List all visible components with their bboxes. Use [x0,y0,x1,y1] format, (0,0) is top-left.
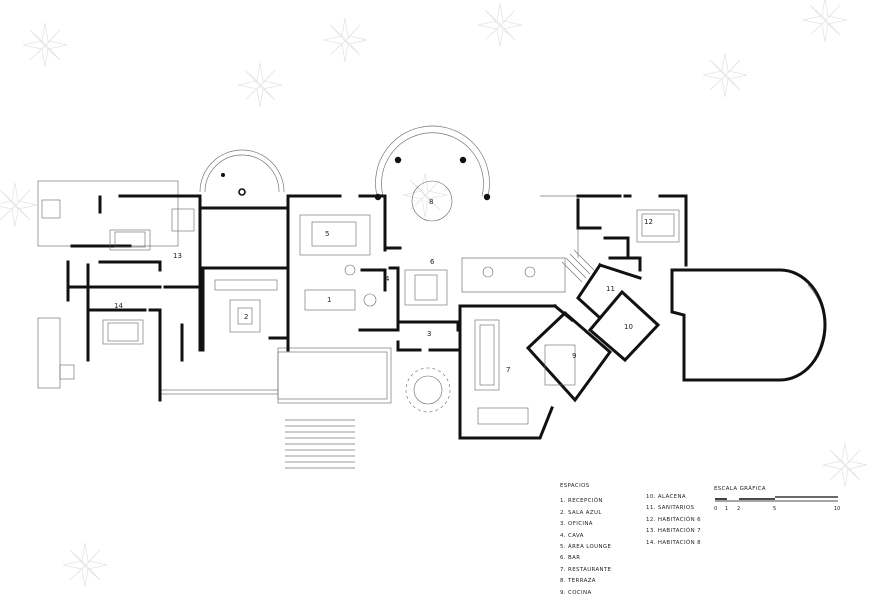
legend-item: 7. RESTAURANTE [560,566,612,573]
walls [66,194,827,440]
room-number: 2 [244,313,248,321]
room-number: 10 [624,323,633,331]
legend-item: 13. HABITACIÓN 7 [646,528,701,535]
round-table [405,367,451,413]
legend-column-2: 10. ALACENA 11. SANITARIOS 12. HABITACIÓ… [646,492,701,549]
scale-tick: 10 [834,506,841,512]
legend-title: ESPACIOS [560,483,590,489]
room-number: 11 [606,285,615,293]
scale-tick: 2 [737,506,741,512]
legend-item: 11. SANITARIOS [646,505,695,512]
room-number: 13 [173,252,182,260]
legend-column-1: ESPACIOS 1. RECEPCIÓN 2. SALA AZUL 3. OF… [560,481,611,599]
legend-item: 14. HABITACIÓN 8 [646,539,701,546]
scale-title: ESCALA GRÁFICA [714,486,766,492]
legend-item: 3. OFICINA [560,521,593,528]
legend-item: 12. HABITACIÓN 6 [646,516,701,523]
legend-item: 9. COCINA [560,589,592,596]
site-outlines [37,180,825,469]
legend-item: 2. SALA AZUL [560,509,602,516]
legend-item: 1. RECEPCIÓN [560,498,603,505]
terrace-rotunda-left [199,149,285,196]
room-number: 5 [325,230,329,238]
legend-item: 6. BAR [560,555,581,562]
room-number: 12 [644,218,653,226]
room-number: 4 [385,275,390,283]
scale-tick: 1 [725,506,729,512]
furniture [41,199,680,425]
room-number: 6 [430,258,435,266]
room-numbers: 1 2 3 4 5 6 7 8 9 10 11 12 13 14 [114,198,653,374]
legend-item: 4. CAVA [560,532,584,539]
scale-bar [715,496,838,502]
room-number: 3 [427,330,431,338]
room-number: 9 [572,352,576,360]
scale-tick: 0 [714,506,718,512]
legend-item: 5. ÁREA LOUNGE [560,544,612,551]
room-number: 7 [506,366,510,374]
stair-lines [285,419,355,469]
stair-right [561,249,595,283]
room-number: 1 [327,296,331,304]
landscape-plants [0,0,868,588]
room-number: 8 [429,198,433,206]
scale-tick: 5 [773,506,777,512]
terrace-8-rotunda [374,125,491,222]
legend-item: 8. TERRAZA [560,578,596,585]
room-number: 14 [114,302,123,310]
legend-item: 10. ALACENA [646,494,686,500]
